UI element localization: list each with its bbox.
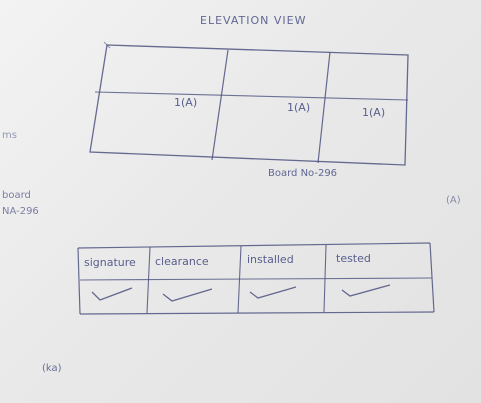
- checklist-header-2: clearance: [155, 255, 209, 268]
- sketch-heading: ELEVATION VIEW: [200, 14, 307, 27]
- sketch-divider-1: [211, 49, 229, 161]
- checklist-header-4: tested: [336, 252, 371, 265]
- sketch-horizontal-line: [94, 91, 409, 101]
- panel-label-1: 1(A): [174, 96, 197, 109]
- bottom-note: (ka): [42, 363, 62, 374]
- left-note-2: board: [2, 190, 31, 201]
- checklist-header-1: signature: [84, 256, 136, 269]
- sketch-divider-2: [317, 51, 331, 164]
- checklist-ticks: [91, 284, 391, 302]
- left-note-3: NA-296: [2, 206, 39, 217]
- right-margin-note: (A): [446, 195, 461, 206]
- panel-label-2: 1(A): [287, 101, 310, 114]
- checklist-header-3: installed: [247, 253, 294, 266]
- panel-label-3: 1(A): [362, 106, 385, 119]
- board-number-caption: Board No-296: [268, 168, 338, 179]
- sketch-outline: [89, 44, 409, 166]
- checklist-table: [77, 242, 435, 315]
- left-note-1: ms: [2, 130, 17, 141]
